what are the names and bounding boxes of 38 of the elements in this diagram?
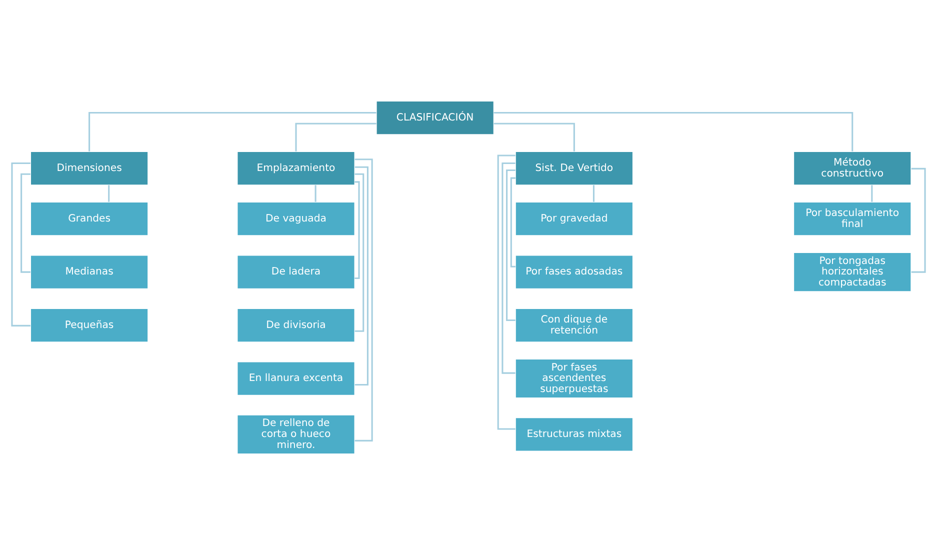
connector xyxy=(354,166,368,386)
node-box: Por fases ascendentes superpuestas xyxy=(515,358,634,398)
node-box: De ladera xyxy=(236,254,356,289)
connector xyxy=(354,180,360,279)
node-box: CLASIFICACIÓN xyxy=(376,100,494,134)
connector xyxy=(295,122,376,151)
connector xyxy=(592,184,595,202)
node-box: De relleno de corta o hueco minero. xyxy=(236,414,356,454)
node-box: Medianas xyxy=(30,254,148,289)
node-box: Sist. De Vertido xyxy=(515,150,634,185)
node-box: Método constructivo xyxy=(793,150,912,185)
connector xyxy=(20,172,30,272)
node-box: En llanura excenta xyxy=(236,360,356,396)
node-box: Por gravedad xyxy=(515,201,634,236)
connector xyxy=(354,172,364,332)
node-box: Pequeñas xyxy=(30,308,148,342)
node-box: Grandes xyxy=(30,201,148,236)
connector xyxy=(871,184,873,202)
connector xyxy=(510,176,516,267)
node-box: Con dique de retención xyxy=(515,308,634,342)
connector xyxy=(88,111,376,151)
node-box: Por fases adosadas xyxy=(515,254,634,289)
connector xyxy=(314,184,316,202)
connector xyxy=(494,111,854,151)
node-box: Dimensiones xyxy=(30,150,148,185)
connector xyxy=(11,162,30,326)
connector xyxy=(108,184,110,202)
connector xyxy=(494,122,575,151)
node-box: Emplazamiento xyxy=(236,150,356,185)
node-box: Por basculamiento final xyxy=(793,201,912,236)
node-box: Por tongadas horizontales compactadas xyxy=(793,252,912,292)
connector xyxy=(497,154,516,430)
connector xyxy=(502,162,516,374)
connector xyxy=(354,158,373,441)
node-box: De vaguada xyxy=(236,201,356,236)
node-box: De divisoria xyxy=(236,308,356,342)
node-box: Estructuras mixtas xyxy=(515,416,634,452)
connector xyxy=(506,168,516,321)
